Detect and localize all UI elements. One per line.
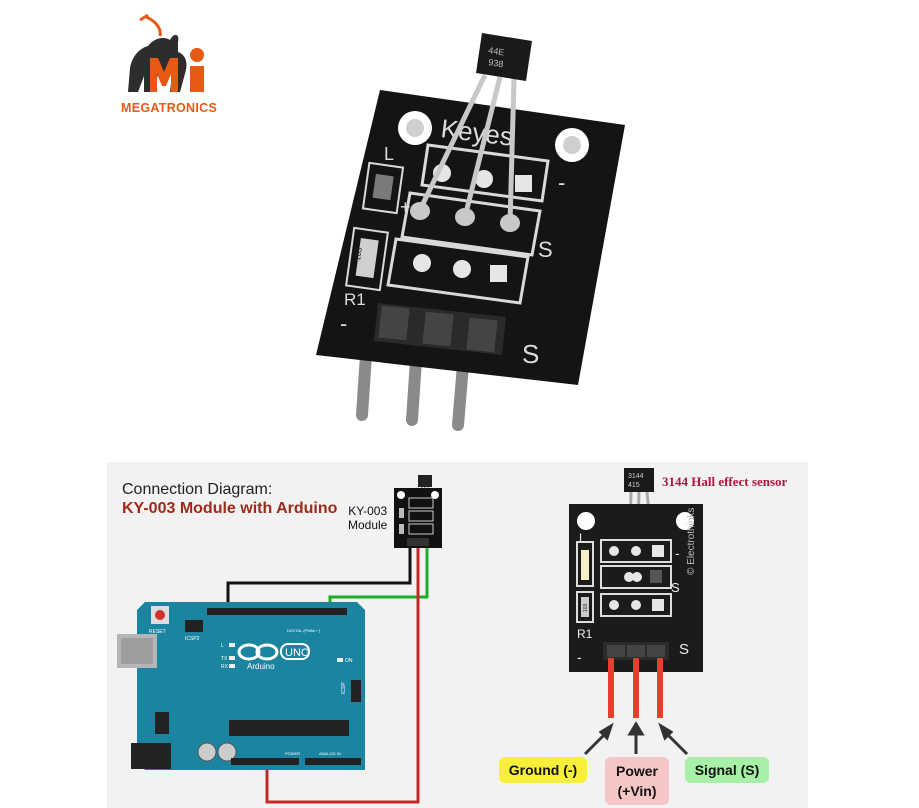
svg-text:R1: R1 (344, 290, 366, 309)
svg-text:ICSP2: ICSP2 (185, 636, 200, 642)
power-wire (265, 548, 420, 804)
svg-text:3144: 3144 (628, 473, 644, 480)
svg-text:S: S (522, 339, 539, 369)
svg-text:-: - (577, 649, 582, 665)
megatronics-logo-icon (128, 13, 204, 92)
signal-pin-label: Signal (S) (685, 757, 769, 783)
svg-text:TX: TX (221, 656, 228, 662)
mini-hall-sensor (418, 475, 432, 487)
module-label: KY-003 Module (348, 504, 388, 532)
power-header (231, 758, 299, 765)
svg-text:415: 415 (628, 482, 640, 489)
sensor-title: 3144 Hall effect sensor (662, 474, 788, 489)
svg-text:ICSP: ICSP (341, 682, 347, 694)
svg-text:RX: RX (221, 664, 229, 670)
svg-text:S: S (679, 641, 689, 658)
arduino-logo: UNO Arduino (237, 643, 310, 671)
ground-pin (608, 658, 614, 718)
svg-text:L: L (579, 531, 586, 545)
analog-header (305, 758, 361, 765)
svg-text:+: + (400, 197, 411, 217)
svg-text:Arduino: Arduino (247, 662, 275, 671)
svg-text:103: 103 (353, 246, 364, 261)
svg-text:103: 103 (583, 603, 589, 612)
svg-text:POWER: POWER (285, 751, 300, 756)
ground-pin-label: Ground (-) (499, 757, 587, 783)
power-jack (131, 743, 171, 769)
mount-hole (577, 512, 595, 530)
watermark: © Electrothinks (686, 507, 697, 575)
signal-pin (657, 658, 663, 718)
svg-text:-: - (340, 311, 347, 336)
logo-name: MEGATRONICS (121, 101, 218, 115)
svg-text:S: S (538, 237, 553, 262)
svg-text:RESET: RESET (149, 629, 166, 635)
svg-text:L: L (384, 144, 394, 164)
diagram-subtitle: KY-003 Module with Arduino (122, 500, 338, 517)
photo-led (372, 173, 394, 201)
svg-text:44E: 44E (488, 45, 505, 57)
hall-sensor-3144 (624, 468, 654, 492)
svg-text:UNO: UNO (285, 647, 310, 659)
mount-hole (676, 512, 694, 530)
svg-text:-: - (558, 170, 565, 195)
indicator-led (581, 550, 589, 580)
hall-sensor-module-photo: Keyes 44E 938 103 L + - S R1 - S (316, 33, 625, 431)
atmega-chip (229, 720, 349, 736)
svg-text:DIGITAL (PWM=~): DIGITAL (PWM=~) (287, 628, 321, 633)
power-pin (633, 658, 639, 718)
resistor-r1 (581, 597, 589, 617)
photo-hall-sensor (476, 33, 532, 81)
diagram-title: Connection Diagram: (122, 481, 273, 498)
logo (118, 12, 228, 112)
svg-text:R1: R1 (577, 627, 593, 641)
svg-text:-: - (675, 545, 680, 561)
arduino-uno-board (137, 602, 365, 770)
photo-resistor (355, 237, 379, 279)
power-pin-label: Power (+Vin) (605, 757, 669, 805)
svg-text:S: S (671, 580, 680, 595)
svg-text:ANALOG IN: ANALOG IN (319, 751, 341, 756)
module-pinout-diagram: 3144 415 103 L - S R1 - S (569, 468, 703, 756)
svg-text:ON: ON (345, 658, 353, 664)
svg-text:938: 938 (488, 57, 504, 69)
arduino-wiring-diagram: RESET ICSP2 DIGITAL (PWM=~) L TX RX UNO … (117, 475, 442, 804)
digital-header (207, 608, 347, 615)
svg-text:L: L (221, 643, 224, 649)
